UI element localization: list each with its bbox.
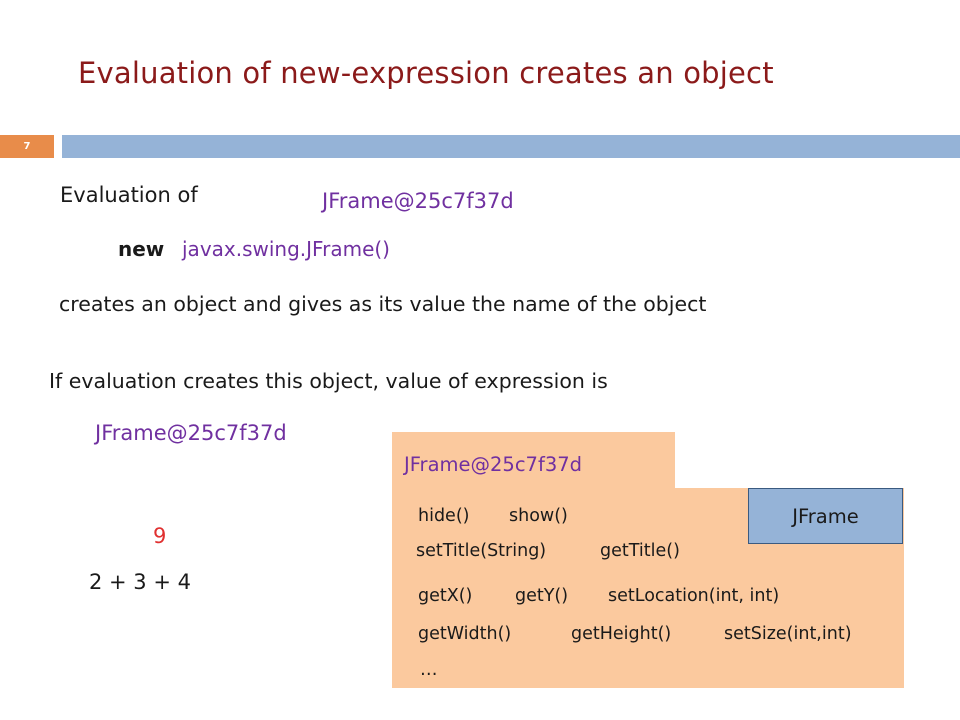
sum-result: 9 bbox=[153, 524, 167, 548]
method-getx: getX() bbox=[418, 586, 473, 606]
new-expression: javax.swing.JFrame() bbox=[182, 237, 390, 261]
method-gety: getY() bbox=[515, 586, 569, 606]
method-gettitle: getTitle() bbox=[600, 541, 680, 561]
sum-expression: 2 + 3 + 4 bbox=[89, 570, 191, 594]
method-getwidth: getWidth() bbox=[418, 624, 512, 644]
method-getheight: getHeight() bbox=[571, 624, 672, 644]
method-hide: hide() bbox=[418, 506, 470, 526]
method-settitle: setTitle(String) bbox=[416, 541, 547, 561]
header-bar bbox=[62, 135, 960, 158]
evaluation-of-label: Evaluation of bbox=[60, 183, 198, 207]
method-ellipsis: … bbox=[420, 660, 438, 680]
class-name-box: JFrame bbox=[748, 488, 903, 544]
method-setsize: setSize(int,int) bbox=[724, 624, 852, 644]
object-name-value: JFrame@25c7f37d bbox=[95, 421, 287, 445]
slide-number: 7 bbox=[23, 141, 31, 152]
method-show: show() bbox=[509, 506, 568, 526]
method-setlocation: setLocation(int, int) bbox=[608, 586, 780, 606]
slide-number-box bbox=[0, 135, 54, 158]
object-name-top: JFrame@25c7f37d bbox=[322, 189, 514, 213]
creates-object-line: creates an object and gives as its value… bbox=[59, 292, 707, 316]
new-keyword: new bbox=[118, 237, 165, 261]
slide-title: Evaluation of new-expression creates an … bbox=[78, 56, 774, 90]
object-name-label: JFrame@25c7f37d bbox=[404, 453, 583, 476]
object-name-tab bbox=[392, 432, 675, 490]
if-evaluation-line: If evaluation creates this object, value… bbox=[49, 369, 608, 393]
